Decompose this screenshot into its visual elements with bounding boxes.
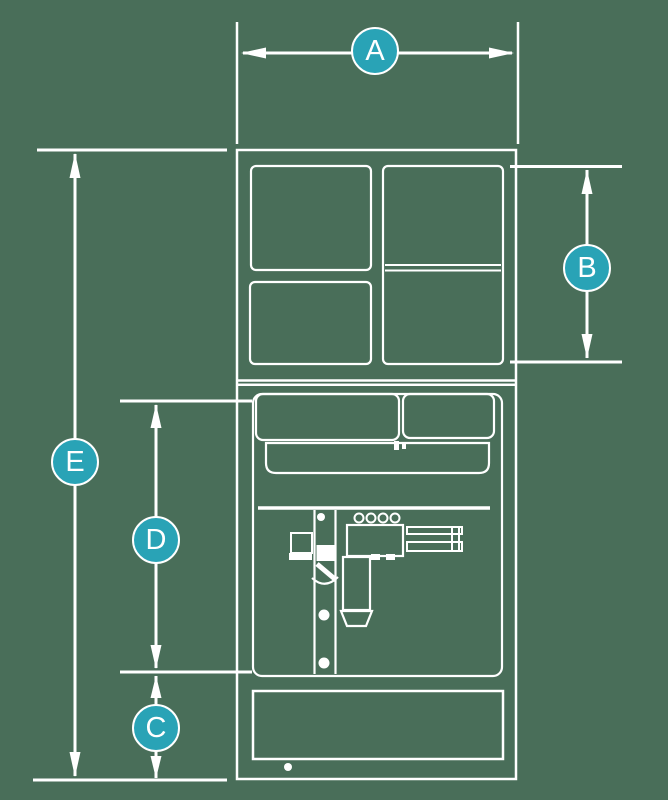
door-bottom-left [248, 280, 373, 366]
sink-section [251, 392, 504, 678]
valve-port [377, 512, 389, 524]
dim-e-badge: E [51, 438, 99, 486]
pipe-bolt [317, 513, 325, 521]
dim-b-label: B [577, 251, 597, 284]
arrowhead-left [241, 47, 266, 59]
faucet-base [289, 553, 312, 560]
arrowhead-down [150, 645, 162, 669]
pipe-bolt [318, 609, 330, 621]
dimension-b [510, 165, 622, 364]
base-section [251, 689, 505, 771]
pipe-elbow-arc [311, 576, 339, 585]
plumbing-assembly [289, 510, 463, 674]
supply-bar-end [451, 526, 460, 552]
drain-fitting [402, 442, 406, 449]
supply-bar [406, 541, 463, 552]
valve-box [345, 523, 405, 558]
pipe-elbow [315, 562, 338, 582]
drain-fitting [394, 441, 399, 450]
arrowhead-up [150, 675, 162, 698]
drawer-knob [284, 763, 292, 771]
appliance-outline [235, 148, 518, 781]
dim-a-badge: A [351, 27, 399, 75]
dim-e-label: E [65, 445, 85, 478]
arrowhead-right [489, 47, 514, 59]
sink-basin-right [401, 392, 496, 440]
supply-bar [406, 526, 463, 535]
arrowhead-down [69, 752, 81, 777]
arrowhead-up [150, 404, 162, 428]
arrowhead-down [581, 334, 593, 359]
pipe-bolt [318, 657, 330, 669]
dim-b-badge: B [563, 244, 611, 292]
valve-port [365, 512, 377, 524]
arrowhead-down [150, 756, 162, 779]
cabinet-body [235, 148, 518, 781]
arrowhead-up [581, 169, 593, 194]
valve-foot [386, 554, 395, 560]
dim-c-label: C [145, 711, 167, 744]
door-top-left [249, 164, 373, 272]
dim-d-label: D [145, 523, 167, 556]
dim-d-badge: D [132, 516, 180, 564]
faucet-body [290, 532, 313, 554]
valve-foot [371, 554, 380, 560]
valve-port [353, 512, 365, 524]
sink-basin-left [254, 392, 401, 442]
trap-cup [341, 555, 372, 612]
arrowhead-up [69, 153, 81, 178]
trap-cup-taper [339, 609, 374, 628]
base-drawer [251, 689, 505, 761]
dim-c-badge: C [132, 704, 180, 752]
upper-cabinet [237, 164, 516, 387]
valve-port [389, 512, 401, 524]
pipe-junction [316, 545, 335, 561]
door-right [381, 164, 505, 366]
sink-tub [264, 441, 491, 475]
dim-a-label: A [365, 34, 385, 67]
